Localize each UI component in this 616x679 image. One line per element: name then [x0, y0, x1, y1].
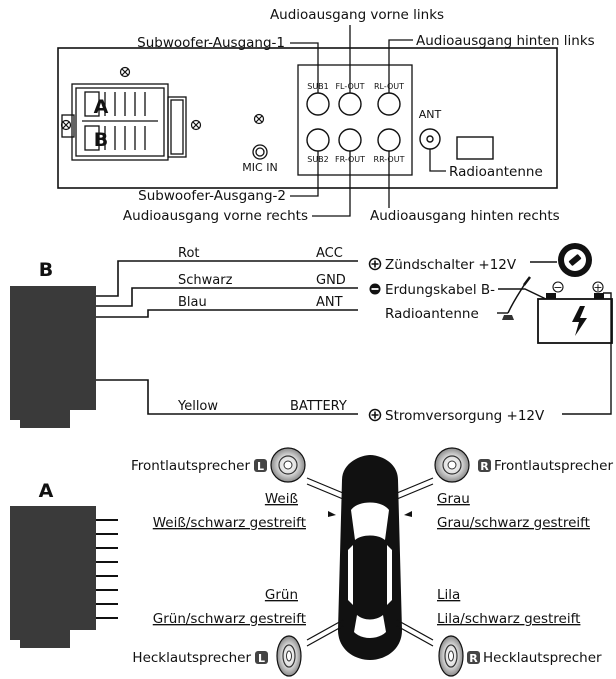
- battery-plus-label: +: [593, 281, 602, 294]
- rca-jack-rr-out: [377, 128, 401, 152]
- screw-icon: [119, 66, 131, 78]
- plus-icon: [368, 408, 382, 422]
- side-letter: R: [469, 652, 478, 665]
- wire-color-black: Schwarz: [178, 273, 233, 288]
- dest-power-supply: Stromversorgung +12V: [385, 408, 545, 424]
- ant-label: ANT: [419, 108, 442, 121]
- dest-ground: Erdungskabel B-: [385, 282, 495, 298]
- wire-color-blue: Blau: [178, 295, 207, 310]
- side-badge-rear-left: L: [255, 651, 268, 665]
- connector-b-wires: [96, 260, 358, 415]
- speaker-name-front-right: Frontlautsprecher: [494, 458, 613, 474]
- wire-rear-right-neg: Lila/schwarz gestreift: [437, 611, 580, 627]
- rca-box: [297, 64, 413, 176]
- panel-connector-b-label: B: [94, 129, 108, 151]
- callout-audio-rear-left: Audioausgang hinten links: [416, 33, 595, 49]
- iso-connector-block: [61, 83, 187, 161]
- connector-b-label: B: [39, 259, 53, 281]
- panel-callout-lines: [290, 25, 446, 217]
- rca-jack-fr-out: [338, 128, 362, 152]
- screw-icon: [253, 113, 265, 125]
- callout-radio-antenna: Radioantenne: [449, 164, 543, 180]
- ignition-key-icon: [558, 243, 592, 277]
- side-letter: L: [258, 652, 265, 665]
- speaker-name-rear-left: Hecklautsprecher: [132, 650, 251, 666]
- rca-jacks: [306, 92, 401, 152]
- antenna-socket: [419, 128, 441, 150]
- callout-audio-rear-right: Audioausgang hinten rechts: [370, 208, 560, 224]
- speaker-rear-left-icon: [276, 635, 302, 677]
- panel-outline: [57, 47, 558, 189]
- wire-color-yellow: Yellow: [177, 399, 218, 414]
- ground-wire: [498, 288, 549, 301]
- screw-icons: [60, 66, 265, 131]
- rca-jack-fl-out: [338, 92, 362, 116]
- callout-subwoofer-2: Subwoofer-Ausgang-2: [138, 188, 286, 204]
- side-letter: R: [480, 460, 489, 473]
- wire-rear-right-pos: Lila: [437, 587, 460, 603]
- connector-a-plug: [10, 506, 96, 648]
- callout-subwoofer-1: Subwoofer-Ausgang-1: [137, 35, 285, 51]
- rca-jack-sub2: [306, 128, 330, 152]
- panel-connector-a-label: A: [94, 96, 109, 118]
- wire-front-left-neg: Weiß/schwarz gestreift: [153, 515, 306, 531]
- battery-return-wire: [562, 292, 612, 415]
- side-badge-front-right: R: [478, 459, 491, 473]
- mic-in-label: MIC IN: [242, 161, 277, 174]
- speaker-front-right-icon: [434, 447, 470, 483]
- rca-jack-sub1: [306, 92, 330, 116]
- wire-front-right-neg: Grau/schwarz gestreift: [437, 515, 590, 531]
- wire-pin-acc: ACC: [316, 246, 343, 261]
- minus-icon: [369, 283, 381, 295]
- mic-in-jack: [252, 144, 268, 160]
- wire-pin-gnd: GND: [316, 273, 346, 288]
- speaker-wire-lines: [306, 477, 434, 647]
- wire-front-left-pos: Weiß: [265, 491, 298, 507]
- wire-rear-left-neg: Grün/schwarz gestreift: [153, 611, 306, 627]
- callout-audio-front-right: Audioausgang vorne rechts: [123, 208, 308, 224]
- battery-minus-label: −: [553, 281, 562, 294]
- speaker-name-rear-right: Hecklautsprecher: [483, 650, 602, 666]
- screw-icon: [60, 119, 72, 131]
- car-top-view-icon: [328, 455, 412, 660]
- wire-front-right-pos: Grau: [437, 491, 470, 507]
- dest-radio-antenna: Radioantenne: [385, 306, 479, 322]
- screw-icon: [190, 119, 202, 131]
- side-badge-front-left: L: [254, 459, 267, 473]
- battery-icon: [537, 281, 613, 344]
- fuse-slot: [456, 136, 494, 160]
- side-badge-rear-right: R: [467, 651, 480, 665]
- callout-audio-front-left: Audioausgang vorne links: [270, 7, 444, 23]
- wire-rear-left-pos: Grün: [265, 587, 298, 603]
- wire-pin-ant: ANT: [316, 295, 343, 310]
- wire-color-red: Rot: [178, 246, 200, 261]
- rca-jack-rl-out: [377, 92, 401, 116]
- speaker-rear-right-icon: [438, 635, 464, 677]
- connector-a-pins: [96, 519, 118, 619]
- side-letter: L: [257, 460, 264, 473]
- wire-pin-battery: BATTERY: [290, 399, 347, 414]
- speaker-name-front-left: Frontlautsprecher: [131, 458, 250, 474]
- plus-icon: [368, 257, 382, 271]
- antenna-mast-icon: [502, 276, 531, 320]
- speaker-front-left-icon: [270, 447, 306, 483]
- connector-b-plug: [10, 286, 96, 428]
- connector-a-label: A: [39, 480, 54, 502]
- dest-ignition: Zündschalter +12V: [385, 257, 517, 273]
